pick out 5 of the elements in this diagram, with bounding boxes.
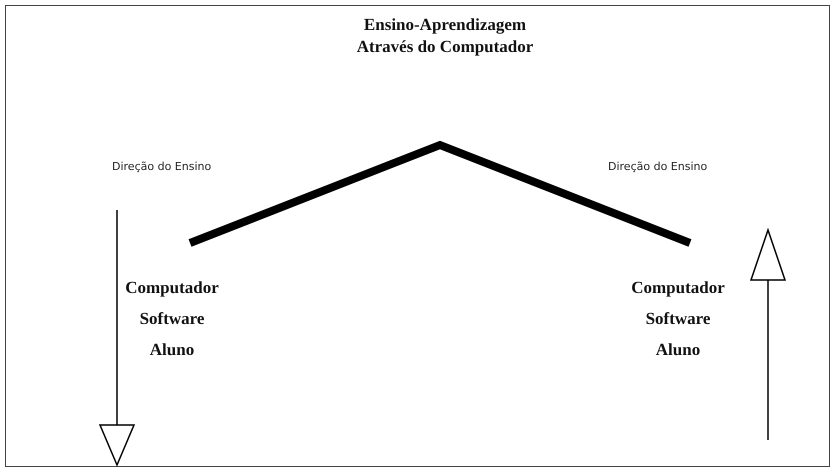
title-text: Ensino-Aprendizagem Através do Computador <box>355 14 535 58</box>
list-text: Computador Software Aluno <box>628 272 728 365</box>
direction-label: Direção do Ensino <box>112 160 212 173</box>
list-text: Computador Software Aluno <box>122 272 222 365</box>
direction-label: Direção do Ensino <box>608 160 708 173</box>
